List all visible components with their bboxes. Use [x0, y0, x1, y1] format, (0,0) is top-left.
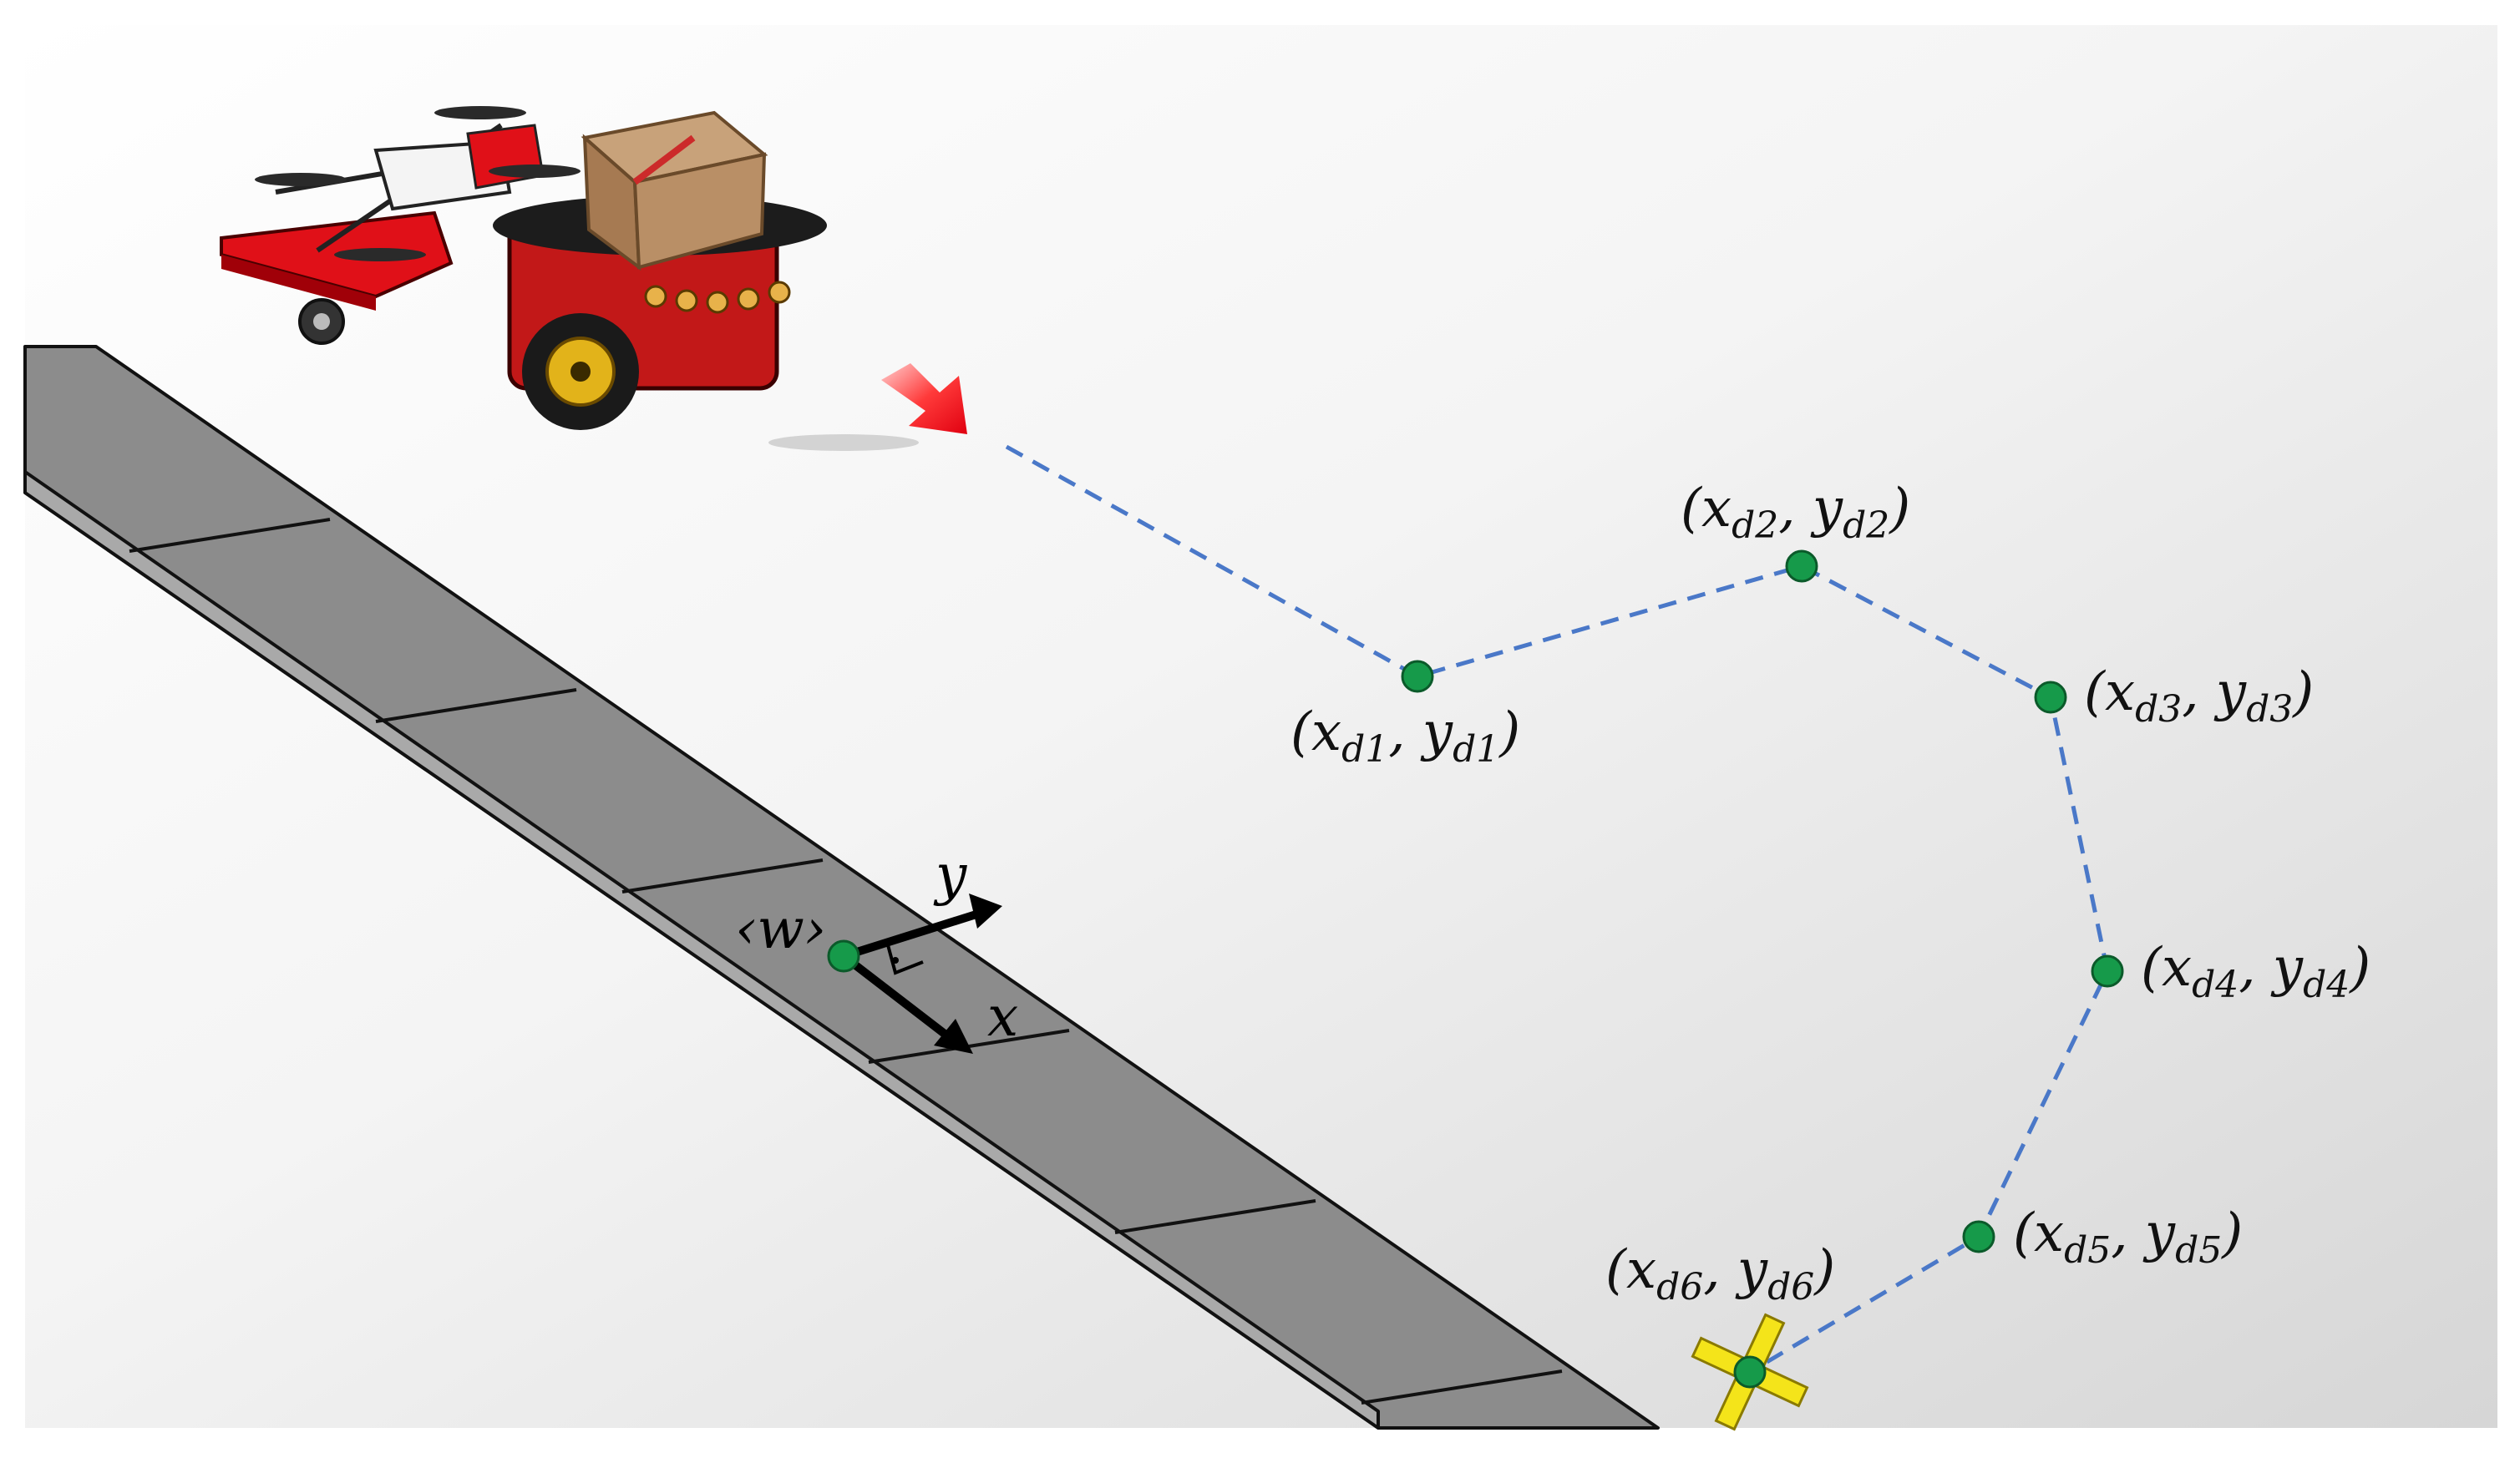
waypoint-labels: (xd1, yd1) (xd2, yd2) (xd3, yd3) (xd4, y… — [1290, 478, 2370, 1309]
waypoint-label-d5: (xd5, yd5) — [2013, 1202, 2243, 1272]
world-origin — [827, 939, 860, 973]
waypoint-d2 — [1785, 549, 1818, 583]
y-axis-label: y — [933, 843, 967, 907]
waypoint-d6 — [1733, 1355, 1767, 1389]
world-frame-label: ‹w› — [735, 897, 826, 961]
red-arrow-icon — [881, 363, 967, 434]
road-curb — [23, 345, 1660, 1430]
world-frame: ‹w› y x — [735, 843, 1018, 1054]
x-axis-label: x — [987, 985, 1018, 1049]
waypoints-group — [1401, 549, 2124, 1389]
waypoint-d3 — [2034, 681, 2067, 714]
waypoint-d5 — [1962, 1220, 1995, 1253]
waypoint-d1 — [1401, 660, 1434, 693]
waypoint-label-d3: (xd3, yd3) — [2084, 661, 2314, 731]
robot-icon — [220, 106, 919, 451]
waypoint-label-d4: (xd4, yd4) — [2141, 937, 2370, 1006]
waypoint-d4 — [2091, 954, 2124, 988]
